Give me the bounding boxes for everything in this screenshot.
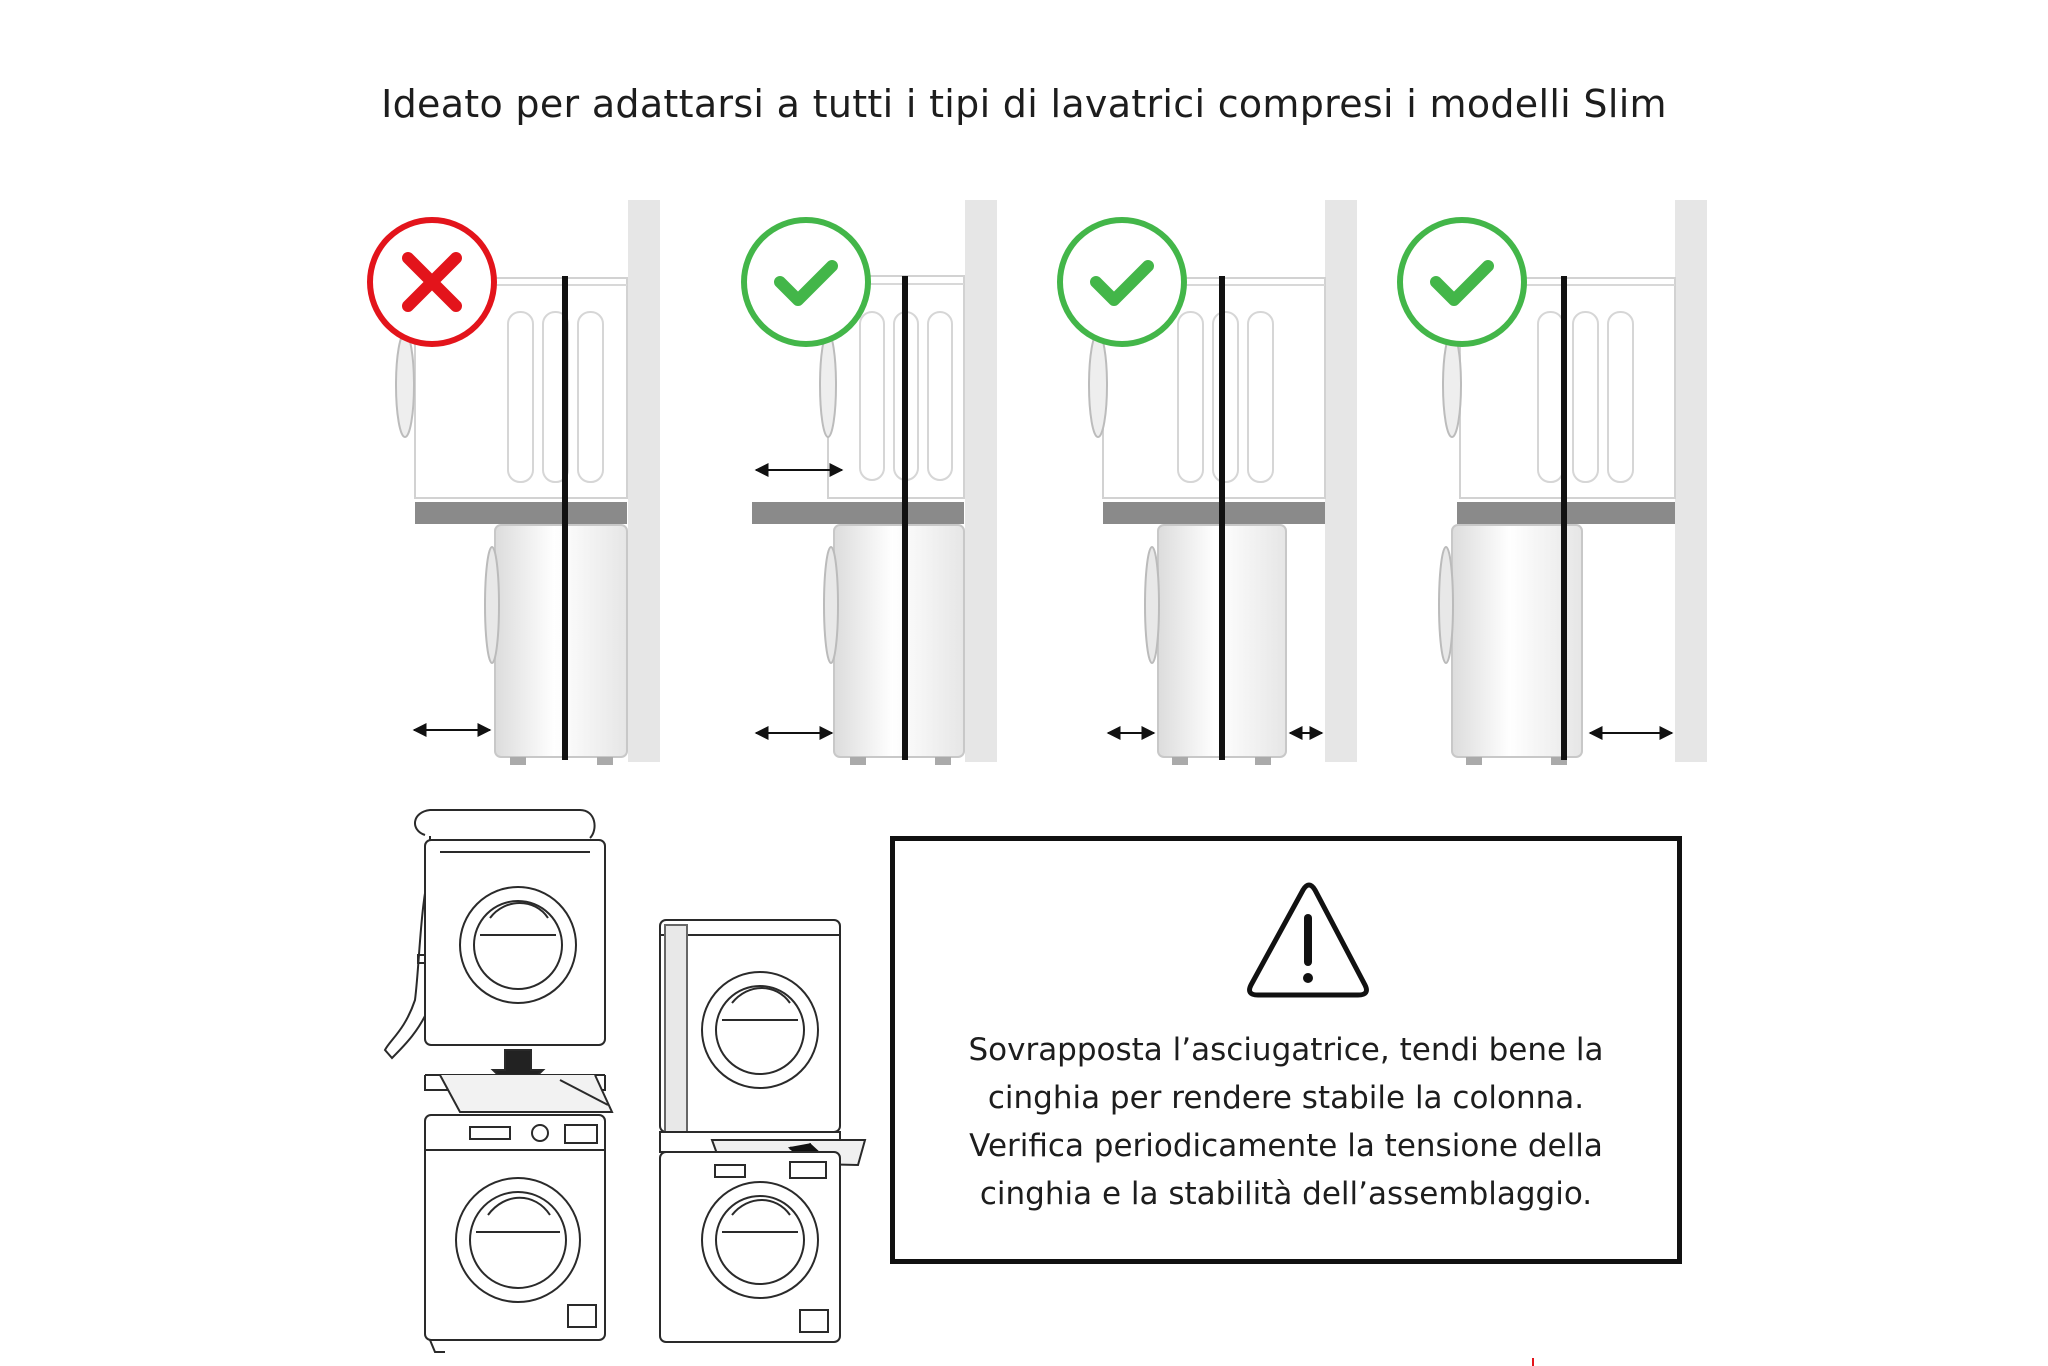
- wall: [628, 200, 660, 762]
- warning-triangle-icon: [1247, 882, 1369, 998]
- wall: [1675, 200, 1707, 762]
- warning-line: cinghia e la stabilità dell’assemblaggio…: [979, 1176, 1593, 1212]
- wall: [1325, 200, 1357, 762]
- completed-stack-illustration: [659, 919, 867, 1343]
- washer-lower: [1144, 524, 1287, 765]
- wall: [965, 200, 997, 762]
- check-icon: [1397, 217, 1527, 347]
- shelf: [415, 502, 627, 524]
- panel-correct-3: [1397, 200, 1707, 765]
- washer-lower: [823, 524, 965, 765]
- shelf: [1103, 502, 1325, 524]
- cross-icon: [367, 217, 497, 347]
- check-icon: [1057, 217, 1187, 347]
- warning-line: Verifica periodicamente la tensione dell…: [969, 1128, 1603, 1164]
- dryer-upper: [1088, 277, 1326, 499]
- check-icon: [741, 217, 871, 347]
- page-title: Ideato per adattarsi a tutti i tipi di l…: [381, 82, 1667, 126]
- panel-incorrect: [367, 200, 660, 765]
- stacking-step-illustration: [383, 809, 614, 1353]
- warning-note-box: Sovrapposta l’asciugatrice, tendi bene l…: [890, 836, 1682, 1264]
- warning-line: Sovrapposta l’asciugatrice, tendi bene l…: [968, 1032, 1604, 1068]
- panel-correct-2: [1057, 200, 1357, 765]
- washer-lower: [484, 524, 628, 765]
- warning-text: Sovrapposta l’asciugatrice, tendi bene l…: [895, 1026, 1677, 1218]
- panel-correct-1: [741, 200, 997, 765]
- warning-line: cinghia per rendere stabile la colonna.: [987, 1080, 1585, 1116]
- shelf: [752, 502, 964, 524]
- washer-lower: [1438, 524, 1583, 765]
